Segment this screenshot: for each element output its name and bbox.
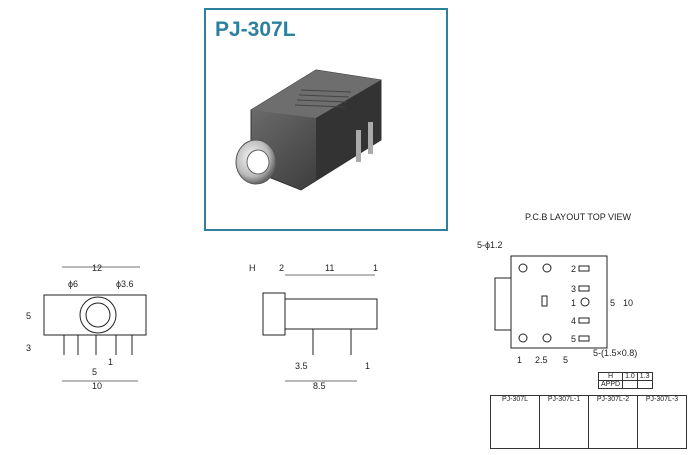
dim-hole: ϕ6 [68,279,78,289]
dim-pcb-10: 10 [623,298,633,308]
variant-cell: PJ-307L-3 [638,396,686,448]
pin-number-4: 4 [571,316,576,326]
variant-cell: PJ-307L-1 [540,396,589,448]
model-title: PJ-307L [215,18,296,41]
dim-pcb-1: 1 [517,355,522,365]
pin-number-3: 3 [571,284,576,294]
h-value-2: 1.3 [636,372,653,381]
dim-width: 12 [92,263,102,273]
variant-name: PJ-307L-2 [596,396,630,403]
variant-cell: PJ-307L [491,396,540,448]
dim-3-5: 3.5 [295,361,308,371]
dim-10: 10 [92,381,102,391]
dim-2: 2 [279,263,284,273]
h-header: H [597,372,624,381]
dim-h: H [249,263,256,273]
pcb-layout-drawing: 5-ϕ1.2 2 3 1 4 5 5 10 5-(1.5×0.8) 2.5 5 … [477,240,637,365]
hole-label: 5-ϕ1.2 [477,240,503,250]
dim-pcb-2-5: 2.5 [535,355,548,365]
side-view-drawing: H 2 11 1 3.5 1 8.5 [249,263,378,391]
dim-lead: 3 [26,343,31,353]
dim-1-bottom: 1 [365,361,370,371]
variant-name: PJ-307L [501,396,529,403]
variants-table: PJ-307L PJ-307L-1 PJ-307L-2 PJ-307L-3 [490,395,687,449]
dim-1-top: 1 [373,263,378,273]
h-value-1: 1.0 [622,372,638,381]
dim-pcb-5: 5 [610,298,615,308]
dim-11: 11 [325,263,334,273]
pin-number-2: 2 [571,264,576,274]
h-row-label: APPD [597,380,624,389]
dim-1: 1 [108,357,113,367]
pin-number-5: 5 [571,334,576,344]
slot-label: 5-(1.5×0.8) [593,348,637,358]
dim-height: 5 [26,311,31,321]
dim-5: 5 [92,367,97,377]
front-view-drawing: 12 ϕ6 ϕ3.6 5 3 1 5 10 [26,263,147,391]
variant-name: PJ-307L-3 [645,396,679,403]
dim-8-5: 8.5 [313,381,326,391]
pcb-layout-title: P.C.B LAYOUT TOP VIEW [525,212,632,222]
dim-pcb-5b: 5 [563,355,568,365]
variant-cell: PJ-307L-2 [589,396,638,448]
h-table: H 1.0 1.3 APPD [597,372,653,389]
jack-photo [235,69,382,191]
dim-pin-dia: ϕ3.6 [116,279,134,289]
variant-name: PJ-307L-1 [547,396,581,403]
pin-number-1: 1 [571,298,576,308]
